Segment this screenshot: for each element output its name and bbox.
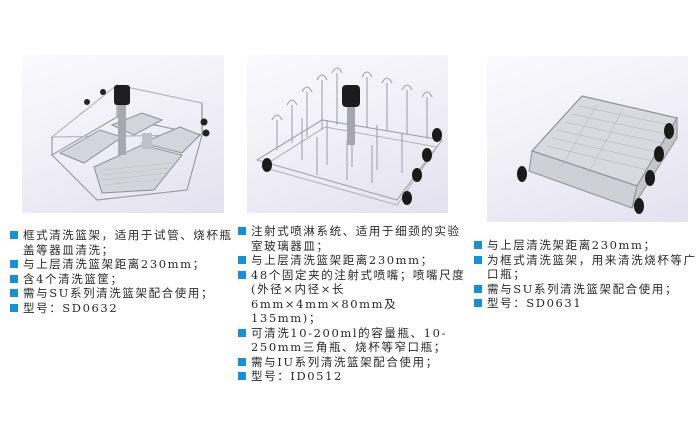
square-bullet-icon <box>10 274 18 283</box>
square-bullet-icon <box>474 241 482 249</box>
spec-item: 注射式喷淋系统、适用于细颈的实验室玻璃器皿； <box>236 224 466 253</box>
spec-text: 框式清洗篮架，适用于试管、烧杯瓶盖等器皿清洗； <box>23 228 233 257</box>
spec-text: 48个固定夹的注射式喷嘴；喷嘴尺度(外径×内径×长6mm×4mm×80mm及13… <box>251 267 466 326</box>
model-number: 型号：ID0512 <box>251 369 343 383</box>
spec-item: 含4个清洗篮筐； <box>8 272 244 287</box>
model-number: 型号：SD0632 <box>23 300 119 315</box>
spec-text: 需与SU系列清洗篮架配合使用； <box>487 281 679 296</box>
model-number: 型号：SD0631 <box>487 296 583 310</box>
spec-text: 与上层清洗篮架距离230mm； <box>251 253 434 267</box>
square-bullet-icon <box>238 270 246 279</box>
square-bullet-icon <box>10 260 18 268</box>
product-image-sd0632 <box>22 55 224 213</box>
square-bullet-icon <box>10 303 18 312</box>
spec-text: 与上层清洗篮架距离230mm； <box>23 257 206 271</box>
square-bullet-icon <box>474 299 482 307</box>
spec-item: 需与SU系列清洗篮架配合使用； <box>472 282 698 297</box>
spec-text: 注射式喷淋系统、适用于细颈的实验室玻璃器皿； <box>251 224 461 253</box>
spec-item: 48个固定夹的注射式喷嘴；喷嘴尺度(外径×内径×长6mm×4mm×80mm及13… <box>236 268 466 326</box>
square-bullet-icon <box>10 231 18 239</box>
spec-list-sd0631: 与上层清洗架距离230mm； 为框式清洗篮架，用来清洗烧杯等广口瓶； 需与SU系… <box>472 238 698 311</box>
spec-text: 与上层清洗架距离230mm； <box>487 238 657 252</box>
spec-item: 框式清洗篮架，适用于试管、烧杯瓶盖等器皿清洗； <box>8 228 244 257</box>
square-bullet-icon <box>238 328 246 337</box>
injector-rack-illustration <box>255 67 443 206</box>
square-bullet-icon <box>10 289 18 297</box>
spec-text: 可清洗10-200ml的容量瓶、10-250mm三角瓶、烧杯等窄口瓶； <box>251 325 447 355</box>
basket-rack-illustration <box>50 84 210 201</box>
spec-list-id0512: 注射式喷淋系统、适用于细颈的实验室玻璃器皿； 与上层清洗篮架距离230mm； 4… <box>236 224 466 384</box>
square-bullet-icon <box>238 256 246 264</box>
spec-item: 需与IU系列清洗篮架配合使用； <box>236 355 466 370</box>
spec-item: 与上层清洗篮架距离230mm； <box>236 253 466 268</box>
spec-item: 与上层清洗架距离230mm； <box>472 238 698 253</box>
spec-text: 需与SU系列清洗篮架配合使用； <box>23 286 215 300</box>
spec-item: 可清洗10-200ml的容量瓶、10-250mm三角瓶、烧杯等窄口瓶； <box>236 326 466 355</box>
square-bullet-icon <box>238 372 246 380</box>
square-bullet-icon <box>474 255 482 264</box>
mesh-basket-illustration <box>517 95 678 214</box>
spec-item-model: 型号：SD0632 <box>8 301 244 316</box>
product-image-sd0631 <box>487 56 688 222</box>
square-bullet-icon <box>474 284 482 293</box>
spec-item-model: 型号：SD0631 <box>472 296 698 311</box>
spec-item: 与上层清洗篮架距离230mm； <box>8 257 244 272</box>
square-bullet-icon <box>238 227 246 235</box>
spec-item: 为框式清洗篮架，用来清洗烧杯等广口瓶； <box>472 253 698 282</box>
spec-list-sd0632: 框式清洗篮架，适用于试管、烧杯瓶盖等器皿清洗； 与上层清洗篮架距离230mm； … <box>8 228 244 315</box>
spec-text: 需与IU系列清洗篮架配合使用； <box>251 354 439 369</box>
spec-item: 需与SU系列清洗篮架配合使用； <box>8 286 244 301</box>
spec-text: 为框式清洗篮架，用来清洗烧杯等广口瓶； <box>487 252 697 282</box>
product-image-id0512 <box>247 55 448 213</box>
spec-text: 含4个清洗篮筐； <box>23 271 124 286</box>
spec-item-model: 型号：ID0512 <box>236 369 466 384</box>
square-bullet-icon <box>238 357 246 366</box>
